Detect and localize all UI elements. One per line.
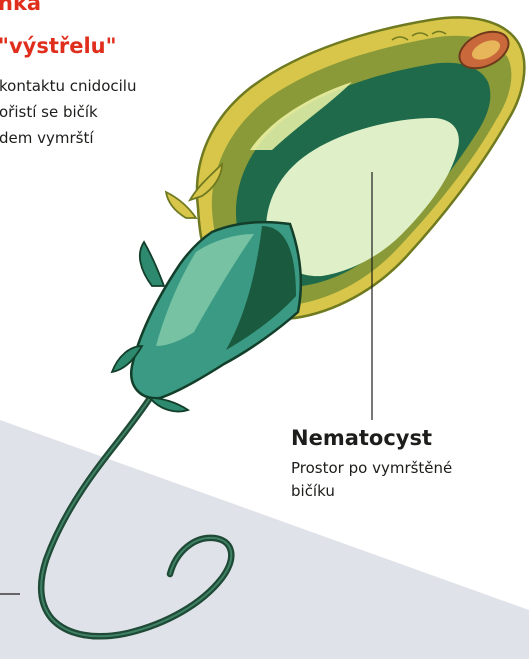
- spine-mid: [166, 192, 196, 218]
- spine-base: [150, 398, 188, 412]
- background-wedge: [0, 420, 529, 659]
- section-title-line-1: nka: [0, 0, 41, 15]
- description-line-1: kontaktu cnidocilu: [0, 76, 136, 96]
- description-line-2: ořistí se bičík: [0, 102, 98, 122]
- spine-left: [140, 242, 164, 286]
- section-title-line-2: "výstřelu": [0, 34, 117, 58]
- nematocyst-callout-line-1: Prostor po vymrštěné: [291, 458, 452, 478]
- nematocyst-callout-line-2: bičíku: [291, 481, 335, 501]
- description-line-3: dem vymrští: [0, 128, 94, 148]
- nematocyst-callout-heading: Nematocyst: [291, 425, 432, 451]
